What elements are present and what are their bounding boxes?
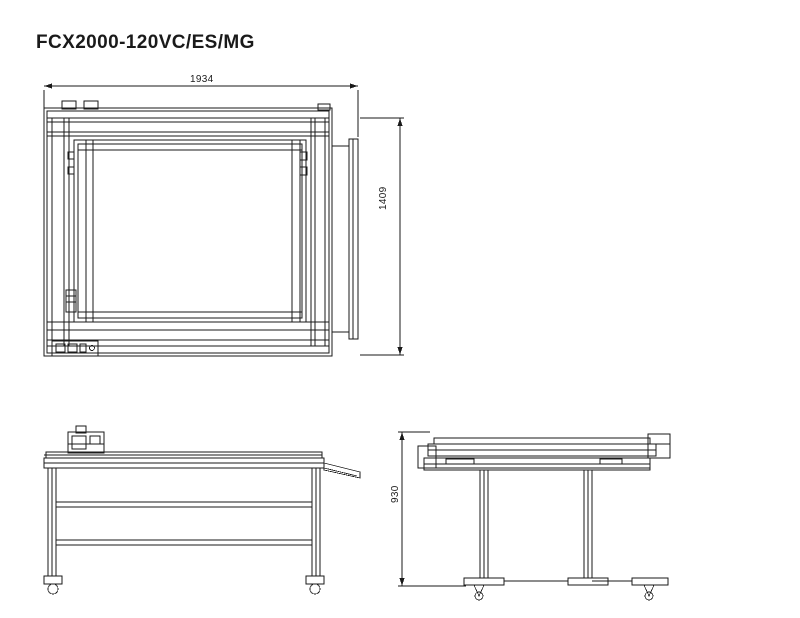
dimension-height-label: 1409 <box>378 186 389 210</box>
dimension-width-label: 1934 <box>190 74 214 85</box>
side-view-dimensions <box>398 431 466 587</box>
side-view-elevation <box>417 433 671 601</box>
page-title: FCX2000-120VC/ES/MG <box>36 32 255 53</box>
dimension-depth-label: 930 <box>390 485 401 503</box>
top-view-dimensions <box>43 83 404 356</box>
top-view-plan <box>43 100 359 357</box>
front-view-elevation <box>43 425 361 595</box>
